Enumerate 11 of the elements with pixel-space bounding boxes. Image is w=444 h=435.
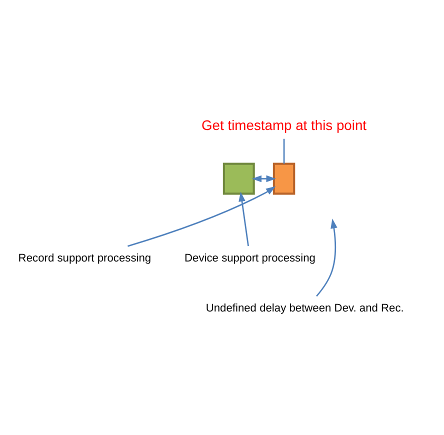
- connector: [282, 138, 284, 164]
- arrow: [316, 218, 337, 297]
- node-text: Device support processing: [184, 252, 315, 264]
- arrow: [127, 186, 276, 247]
- node-box: [222, 162, 254, 195]
- node-box: [272, 162, 295, 195]
- node-text: Undefined delay between Dev. and Rec.: [205, 302, 404, 314]
- node-text: Record support processing: [18, 252, 151, 264]
- node-text: Get timestamp at this point: [201, 116, 366, 133]
- arrow: [238, 192, 248, 246]
- arrow: [251, 175, 276, 182]
